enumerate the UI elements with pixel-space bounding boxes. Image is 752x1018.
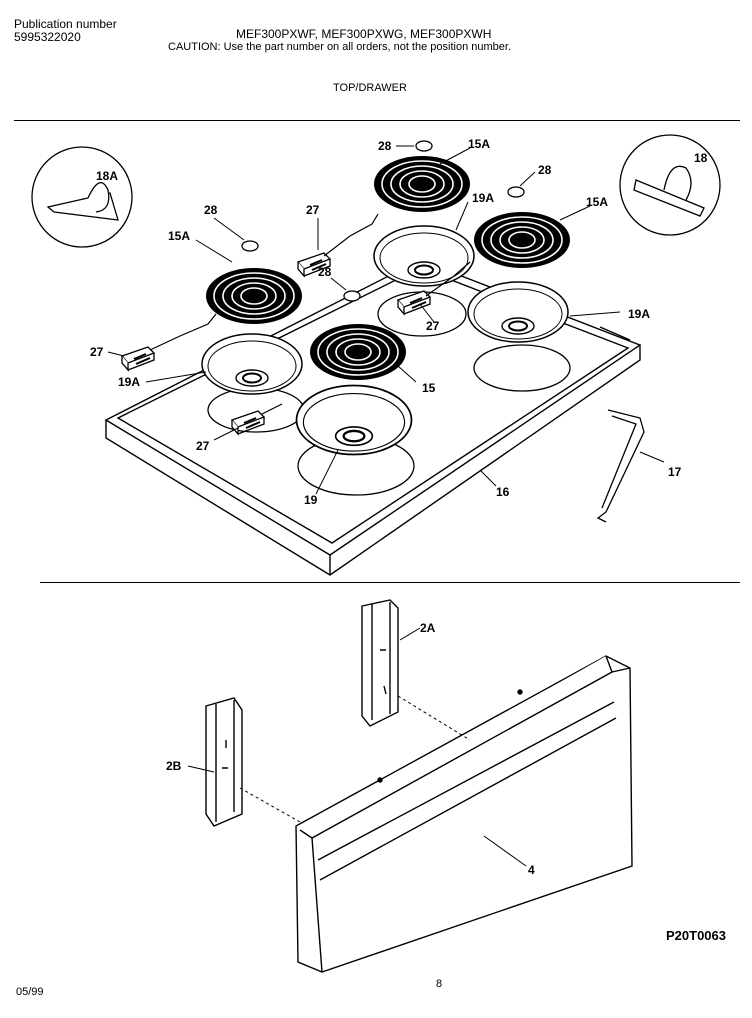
- callout-15a-left: 15A: [168, 229, 190, 243]
- callout-19a-top: 19A: [472, 191, 494, 205]
- drawer-leaders: [239, 695, 471, 823]
- wires: [149, 213, 471, 415]
- drip-pan-19a-back: [373, 225, 475, 287]
- drip-pan-19a-left: [201, 333, 303, 395]
- callout-18: 18: [694, 151, 708, 165]
- section-title: TOP/DRAWER: [333, 82, 407, 94]
- element-15a-back: [373, 155, 471, 213]
- model-numbers: MEF300PXWF, MEF300PXWG, MEF300PXWH: [236, 27, 492, 41]
- callout-28-left: 28: [204, 203, 218, 217]
- drip-pan-19a-right: [467, 281, 569, 343]
- receptacle-27-b: [121, 346, 155, 371]
- print-date: 05/99: [16, 986, 44, 998]
- element-15a-left: [205, 267, 303, 325]
- callout-28-top: 28: [378, 139, 392, 153]
- detail-18a: [31, 146, 133, 248]
- bracket-17: [596, 409, 645, 523]
- callout-27-center: 27: [426, 319, 440, 333]
- callout-4: 4: [528, 863, 535, 877]
- drawer-bracket-2a: [361, 599, 399, 727]
- drawer-bracket-2b: [205, 697, 243, 827]
- middle-divider: [40, 582, 740, 583]
- callout-28-center: 28: [318, 265, 332, 279]
- callout-28-right: 28: [538, 163, 552, 177]
- detail-18: [619, 134, 721, 236]
- callout-2a: 2A: [420, 621, 436, 635]
- callout-15a-top: 15A: [468, 137, 490, 151]
- callout-27-bottom: 27: [196, 439, 210, 453]
- callout-15: 15: [422, 381, 436, 395]
- top-divider: [14, 120, 740, 121]
- callout-19a-left: 19A: [118, 375, 140, 389]
- publication-number: 5995322020: [14, 30, 81, 44]
- publication-label: Publication number: [14, 17, 117, 31]
- callout-19: 19: [304, 493, 318, 507]
- drawing-number: P20T0063: [666, 928, 726, 943]
- leader-lines: [107, 145, 665, 495]
- callout-19a-right: 19A: [628, 307, 650, 321]
- trim-rings: [241, 140, 525, 302]
- caution-note: CAUTION: Use the part number on all orde…: [168, 41, 511, 53]
- callout-2b: 2B: [166, 759, 182, 773]
- drawer-front-4: [295, 655, 633, 973]
- callout-27-left: 27: [90, 345, 104, 359]
- drip-pan-19: [295, 384, 413, 456]
- page-number: 8: [436, 978, 443, 990]
- callout-16: 16: [496, 485, 510, 499]
- element-15a-right: [473, 211, 571, 269]
- callout-15a-right: 15A: [586, 195, 608, 209]
- callout-17: 17: [668, 465, 682, 479]
- callout-18a: 18A: [96, 169, 118, 183]
- element-15: [309, 323, 407, 381]
- callout-27-top: 27: [306, 203, 320, 217]
